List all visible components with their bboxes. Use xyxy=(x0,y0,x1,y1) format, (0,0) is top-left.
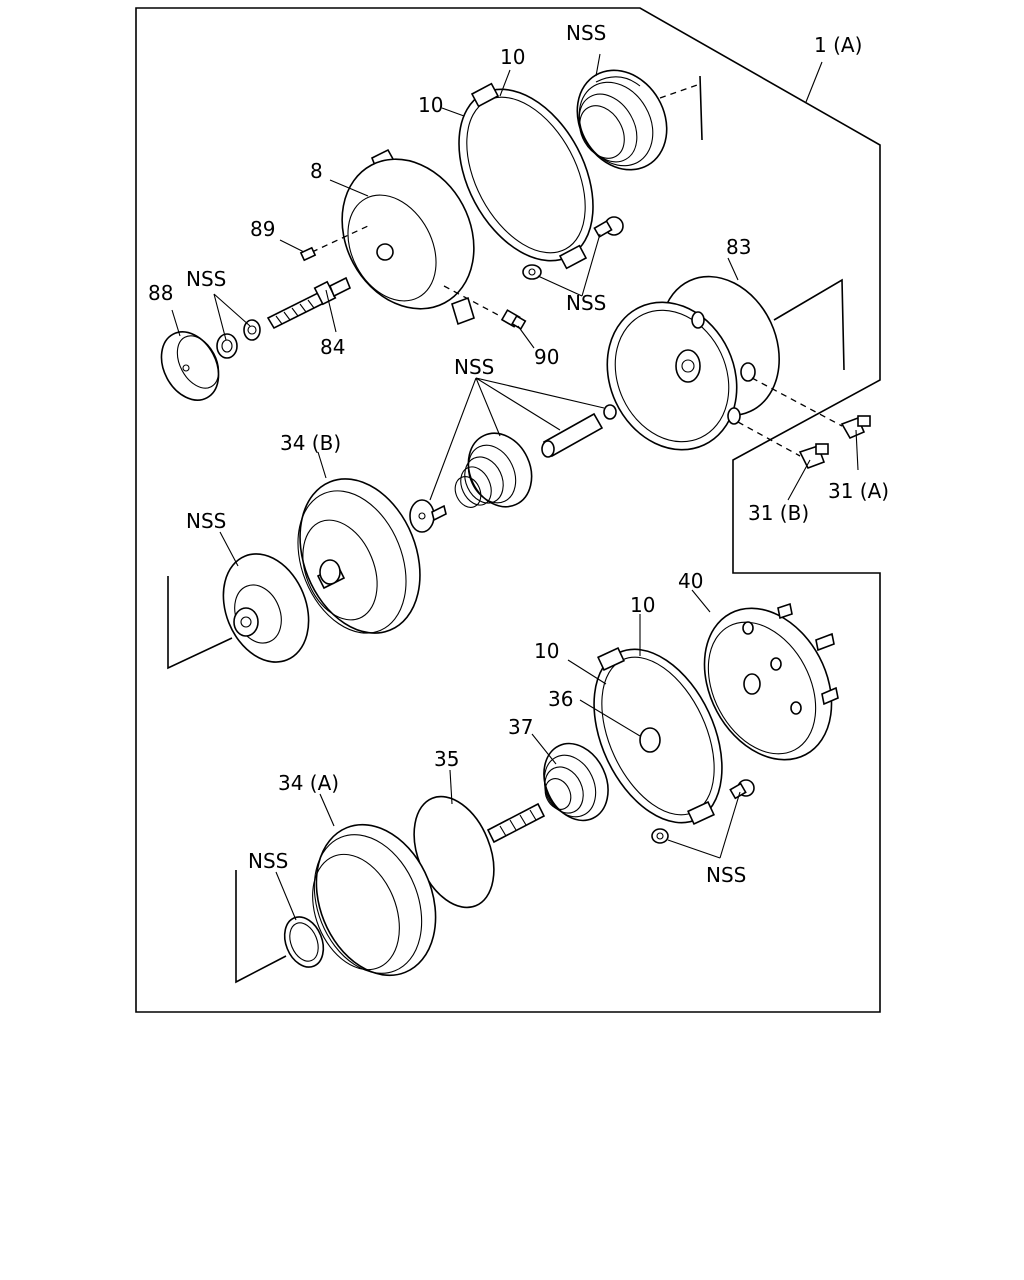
diagram-frame xyxy=(135,7,881,1013)
spring-cone-part xyxy=(454,432,533,508)
label-nss-top: NSS xyxy=(566,21,606,45)
housing-40-part xyxy=(703,602,839,761)
fitting-31b-part xyxy=(737,421,829,470)
label-88: 88 xyxy=(148,281,173,305)
label-10-top-b: 10 xyxy=(418,93,443,117)
ring-bolt-nut-part xyxy=(522,216,624,280)
clamp-ring-top-part xyxy=(458,82,594,270)
rod-part xyxy=(541,412,604,458)
label-31a: 31 (A) xyxy=(828,479,889,503)
o-ring-bottom-part xyxy=(283,916,325,968)
label-40: 40 xyxy=(678,569,703,593)
label-10-low-b: 10 xyxy=(534,639,559,663)
cover-83-part xyxy=(606,275,780,451)
disc-part xyxy=(222,553,310,663)
label-nss-center: NSS xyxy=(454,355,494,379)
label-89: 89 xyxy=(250,217,275,241)
label-10-low-a: 10 xyxy=(630,593,655,617)
o-ring-small-part xyxy=(603,404,617,420)
part-36-part xyxy=(639,727,661,753)
label-nss-left-mid: NSS xyxy=(186,509,226,533)
label-34a: 34 (A) xyxy=(278,771,339,795)
housing-8-part xyxy=(341,148,475,326)
stud-84-part xyxy=(266,276,352,330)
screw-89-part xyxy=(299,225,369,262)
lower-bolt-nut-part xyxy=(651,779,755,844)
label-83: 83 xyxy=(726,235,751,259)
washer-center-part xyxy=(409,499,447,533)
plate-35-part xyxy=(413,795,546,909)
diaphragm-34b-part xyxy=(297,478,421,634)
label-34b: 34 (B) xyxy=(280,431,341,455)
plate-88-part xyxy=(160,331,220,401)
label-31b: 31 (B) xyxy=(748,501,809,525)
label-nss-left: NSS xyxy=(186,267,226,291)
label-8: 8 xyxy=(310,159,323,183)
nut-90-part xyxy=(443,285,527,330)
label-1a: 1 (A) xyxy=(814,33,862,57)
label-nss-mid-right: NSS xyxy=(566,291,606,315)
label-84: 84 xyxy=(320,335,345,359)
nut-washer-part xyxy=(216,319,261,359)
diaphragm-34a-part xyxy=(312,823,437,977)
label-37: 37 xyxy=(508,715,533,739)
bellows-boot-part xyxy=(576,69,668,171)
label-nss-bottom-left: NSS xyxy=(248,849,288,873)
label-35: 35 xyxy=(434,747,459,771)
fitting-31a-part xyxy=(751,377,871,440)
label-nss-bottom-right: NSS xyxy=(706,863,746,887)
label-36: 36 xyxy=(548,687,573,711)
spring-37-part xyxy=(543,742,609,822)
label-90: 90 xyxy=(534,345,559,369)
label-10-top-a: 10 xyxy=(500,45,525,69)
